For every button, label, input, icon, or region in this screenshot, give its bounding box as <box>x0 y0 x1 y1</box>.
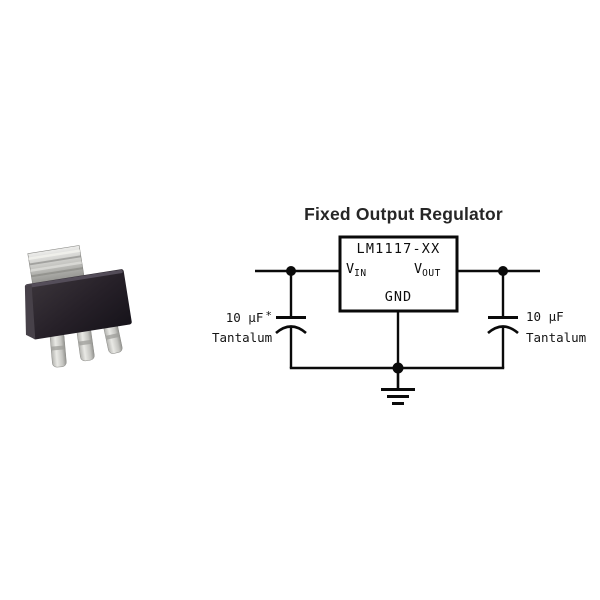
pin-label-gnd: GND <box>384 289 413 305</box>
output-cap-type: Tantalum <box>526 330 587 345</box>
output-cap-value: 10 µF <box>526 309 564 324</box>
pin-vin-sub: IN <box>354 268 367 279</box>
input-cap-type: Tantalum <box>212 330 273 345</box>
package-leg-middle <box>76 326 95 362</box>
pin-label-vin: VIN <box>346 261 367 279</box>
pin-vout-sub: OUT <box>422 268 441 279</box>
package-body <box>24 269 132 340</box>
package-tab <box>27 245 85 288</box>
input-junction-dot <box>286 266 296 276</box>
output-junction-dot <box>498 266 508 276</box>
package-leg-left <box>49 331 67 368</box>
pin-label-vout: VOUT <box>414 261 441 279</box>
figure-title: Fixed Output Regulator <box>304 204 503 224</box>
sot223-package-photo <box>24 245 132 368</box>
input-cap-value-text: 10 µF <box>225 310 264 325</box>
input-capacitor-icon <box>275 271 307 368</box>
input-cap-value: 10 µF* <box>200 309 272 325</box>
regulator-part-label: LM1117-XX <box>356 241 441 257</box>
package-leg-right <box>103 319 123 354</box>
pin-vout-main: V <box>414 261 423 277</box>
input-cap-note-asterisk: * <box>265 309 272 322</box>
pin-vin-main: V <box>346 261 355 277</box>
output-capacitor-icon <box>487 271 519 368</box>
ground-junction-dot <box>392 362 404 374</box>
